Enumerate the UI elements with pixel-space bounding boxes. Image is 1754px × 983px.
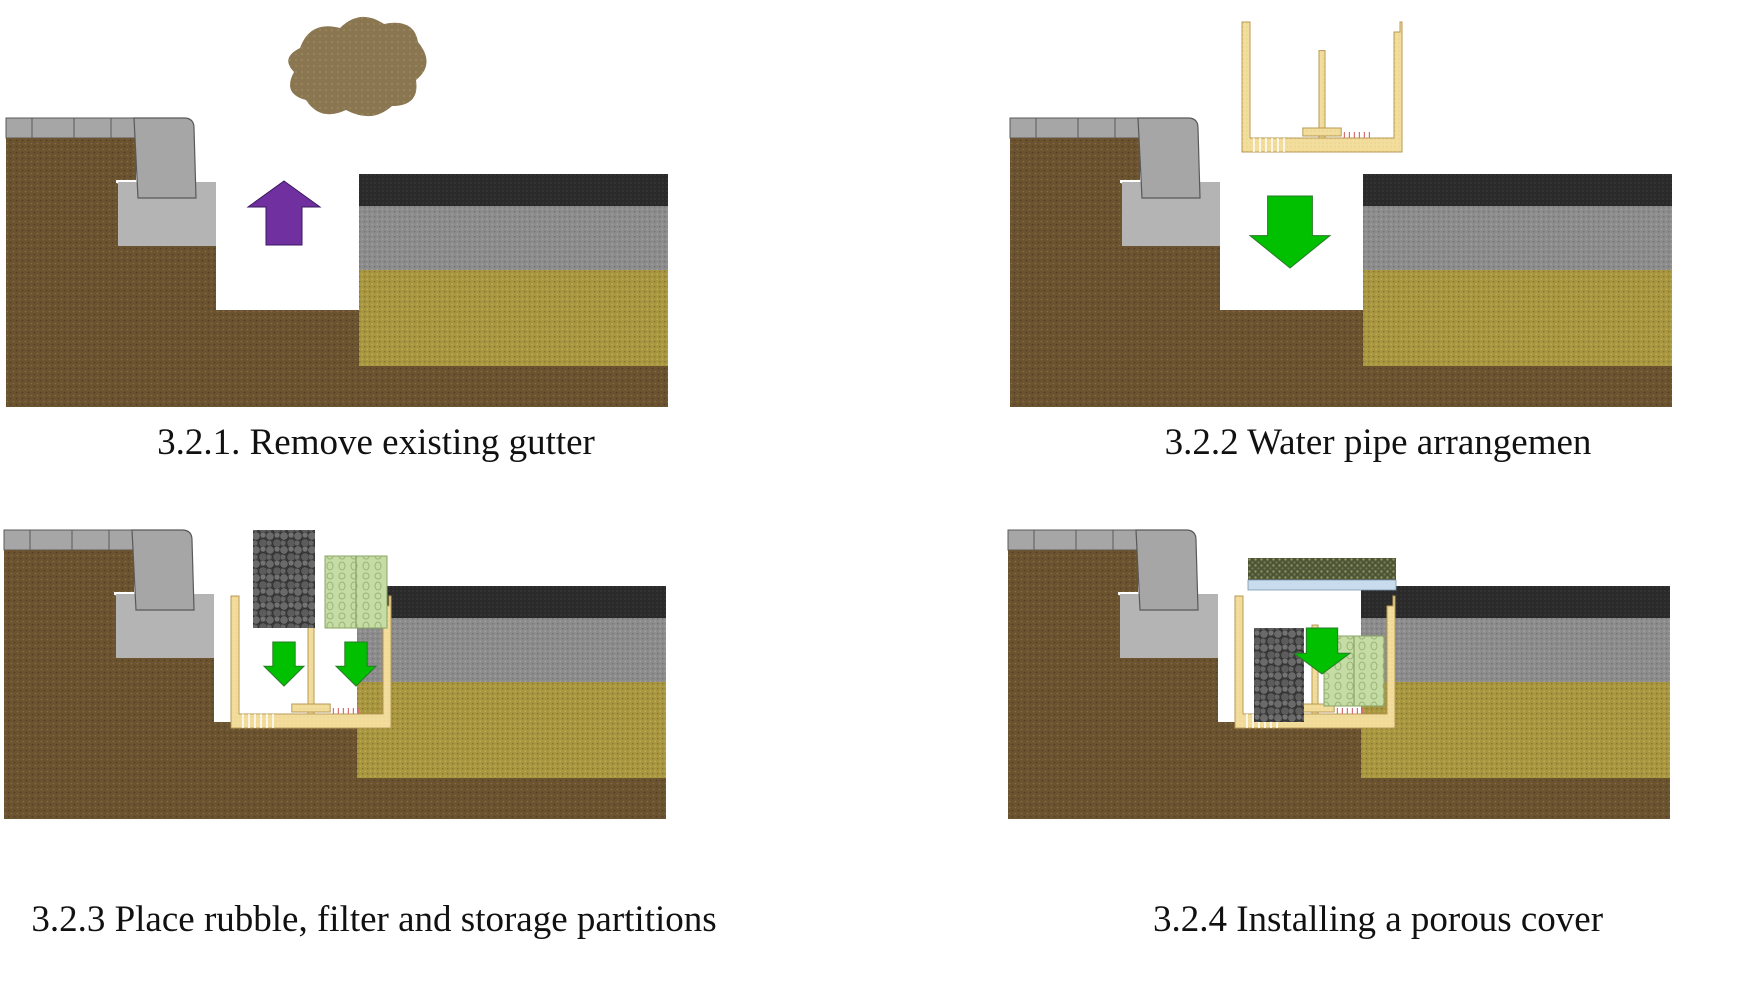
curb-tile bbox=[31, 117, 75, 139]
panel-installing-porous-cover bbox=[1007, 529, 1670, 819]
porous-cover-top bbox=[1248, 558, 1396, 580]
porous-cover-base bbox=[1247, 579, 1397, 591]
new-gutter-unit bbox=[1241, 21, 1403, 153]
pipe-socket bbox=[1302, 127, 1342, 137]
gravel-base-layer bbox=[1363, 206, 1672, 270]
curb-tile bbox=[73, 117, 112, 139]
sand-layer bbox=[357, 682, 666, 778]
panel-place-rubble-filter-storage bbox=[3, 529, 666, 819]
curb-tile bbox=[29, 529, 73, 551]
removed-soil-pile bbox=[288, 16, 427, 117]
rubble-down-arrow bbox=[262, 641, 306, 687]
gravel-base-layer bbox=[359, 206, 668, 270]
curb-tile bbox=[1075, 529, 1114, 551]
cover-down-arrow bbox=[1292, 627, 1352, 675]
caption-step-3: 3.2.3 Place rubble, filter and storage p… bbox=[31, 899, 717, 940]
caption-step-4: 3.2.4 Installing a porous cover bbox=[1152, 899, 1604, 940]
gutter-partition bbox=[307, 624, 315, 715]
curb-stone bbox=[1135, 529, 1199, 611]
panel-water-pipe-arrangement bbox=[1009, 117, 1672, 407]
curb-tile bbox=[3, 529, 31, 551]
filter-down-arrow bbox=[334, 641, 378, 687]
rubble-fill bbox=[1254, 628, 1304, 722]
up-arrow bbox=[246, 180, 322, 246]
curb-tile bbox=[1007, 529, 1035, 551]
arrow-step-4 bbox=[1292, 627, 1352, 675]
pipe-socket bbox=[291, 703, 331, 713]
curb-stone bbox=[133, 117, 197, 199]
soil-left bbox=[1010, 138, 1120, 407]
curb-tile bbox=[1009, 117, 1037, 139]
curb-stone bbox=[1137, 117, 1201, 199]
gutter-body bbox=[230, 595, 392, 729]
arrows-step-3 bbox=[262, 641, 378, 687]
asphalt-layer bbox=[1361, 586, 1670, 618]
curb-tile bbox=[1033, 529, 1077, 551]
curb-tile bbox=[5, 117, 33, 139]
sand-layer bbox=[1363, 270, 1672, 366]
soil-left bbox=[4, 550, 114, 819]
asphalt-layer bbox=[357, 586, 666, 618]
down-arrow bbox=[1248, 195, 1332, 269]
soil-left bbox=[1008, 550, 1118, 819]
soil-under-curb bbox=[1120, 246, 1220, 407]
curb-stone bbox=[131, 529, 195, 611]
soil-under-curb bbox=[114, 658, 214, 819]
caption-step-1: 3.2.1. Remove existing gutter bbox=[157, 422, 595, 463]
panel-remove-existing-gutter bbox=[5, 117, 668, 407]
sand-layer bbox=[359, 270, 668, 366]
curb-tile bbox=[1035, 117, 1079, 139]
gravel-base-layer bbox=[357, 618, 666, 682]
gutter-partition bbox=[1318, 50, 1326, 139]
caption-step-2: 3.2.2 Water pipe arrangemen bbox=[1164, 422, 1592, 463]
soil-under-curb bbox=[116, 246, 216, 407]
asphalt-layer bbox=[359, 174, 668, 206]
soil-under-curb bbox=[1118, 658, 1218, 819]
rubble-block bbox=[253, 530, 315, 628]
gutter-body bbox=[1234, 595, 1396, 729]
gutter-body bbox=[1241, 21, 1403, 153]
curb-tile bbox=[1077, 117, 1116, 139]
curb-tile bbox=[71, 529, 110, 551]
asphalt-layer bbox=[1363, 174, 1672, 206]
soil-left bbox=[6, 138, 116, 407]
sand-layer bbox=[1361, 682, 1670, 778]
gravel-base-layer bbox=[1361, 618, 1670, 682]
